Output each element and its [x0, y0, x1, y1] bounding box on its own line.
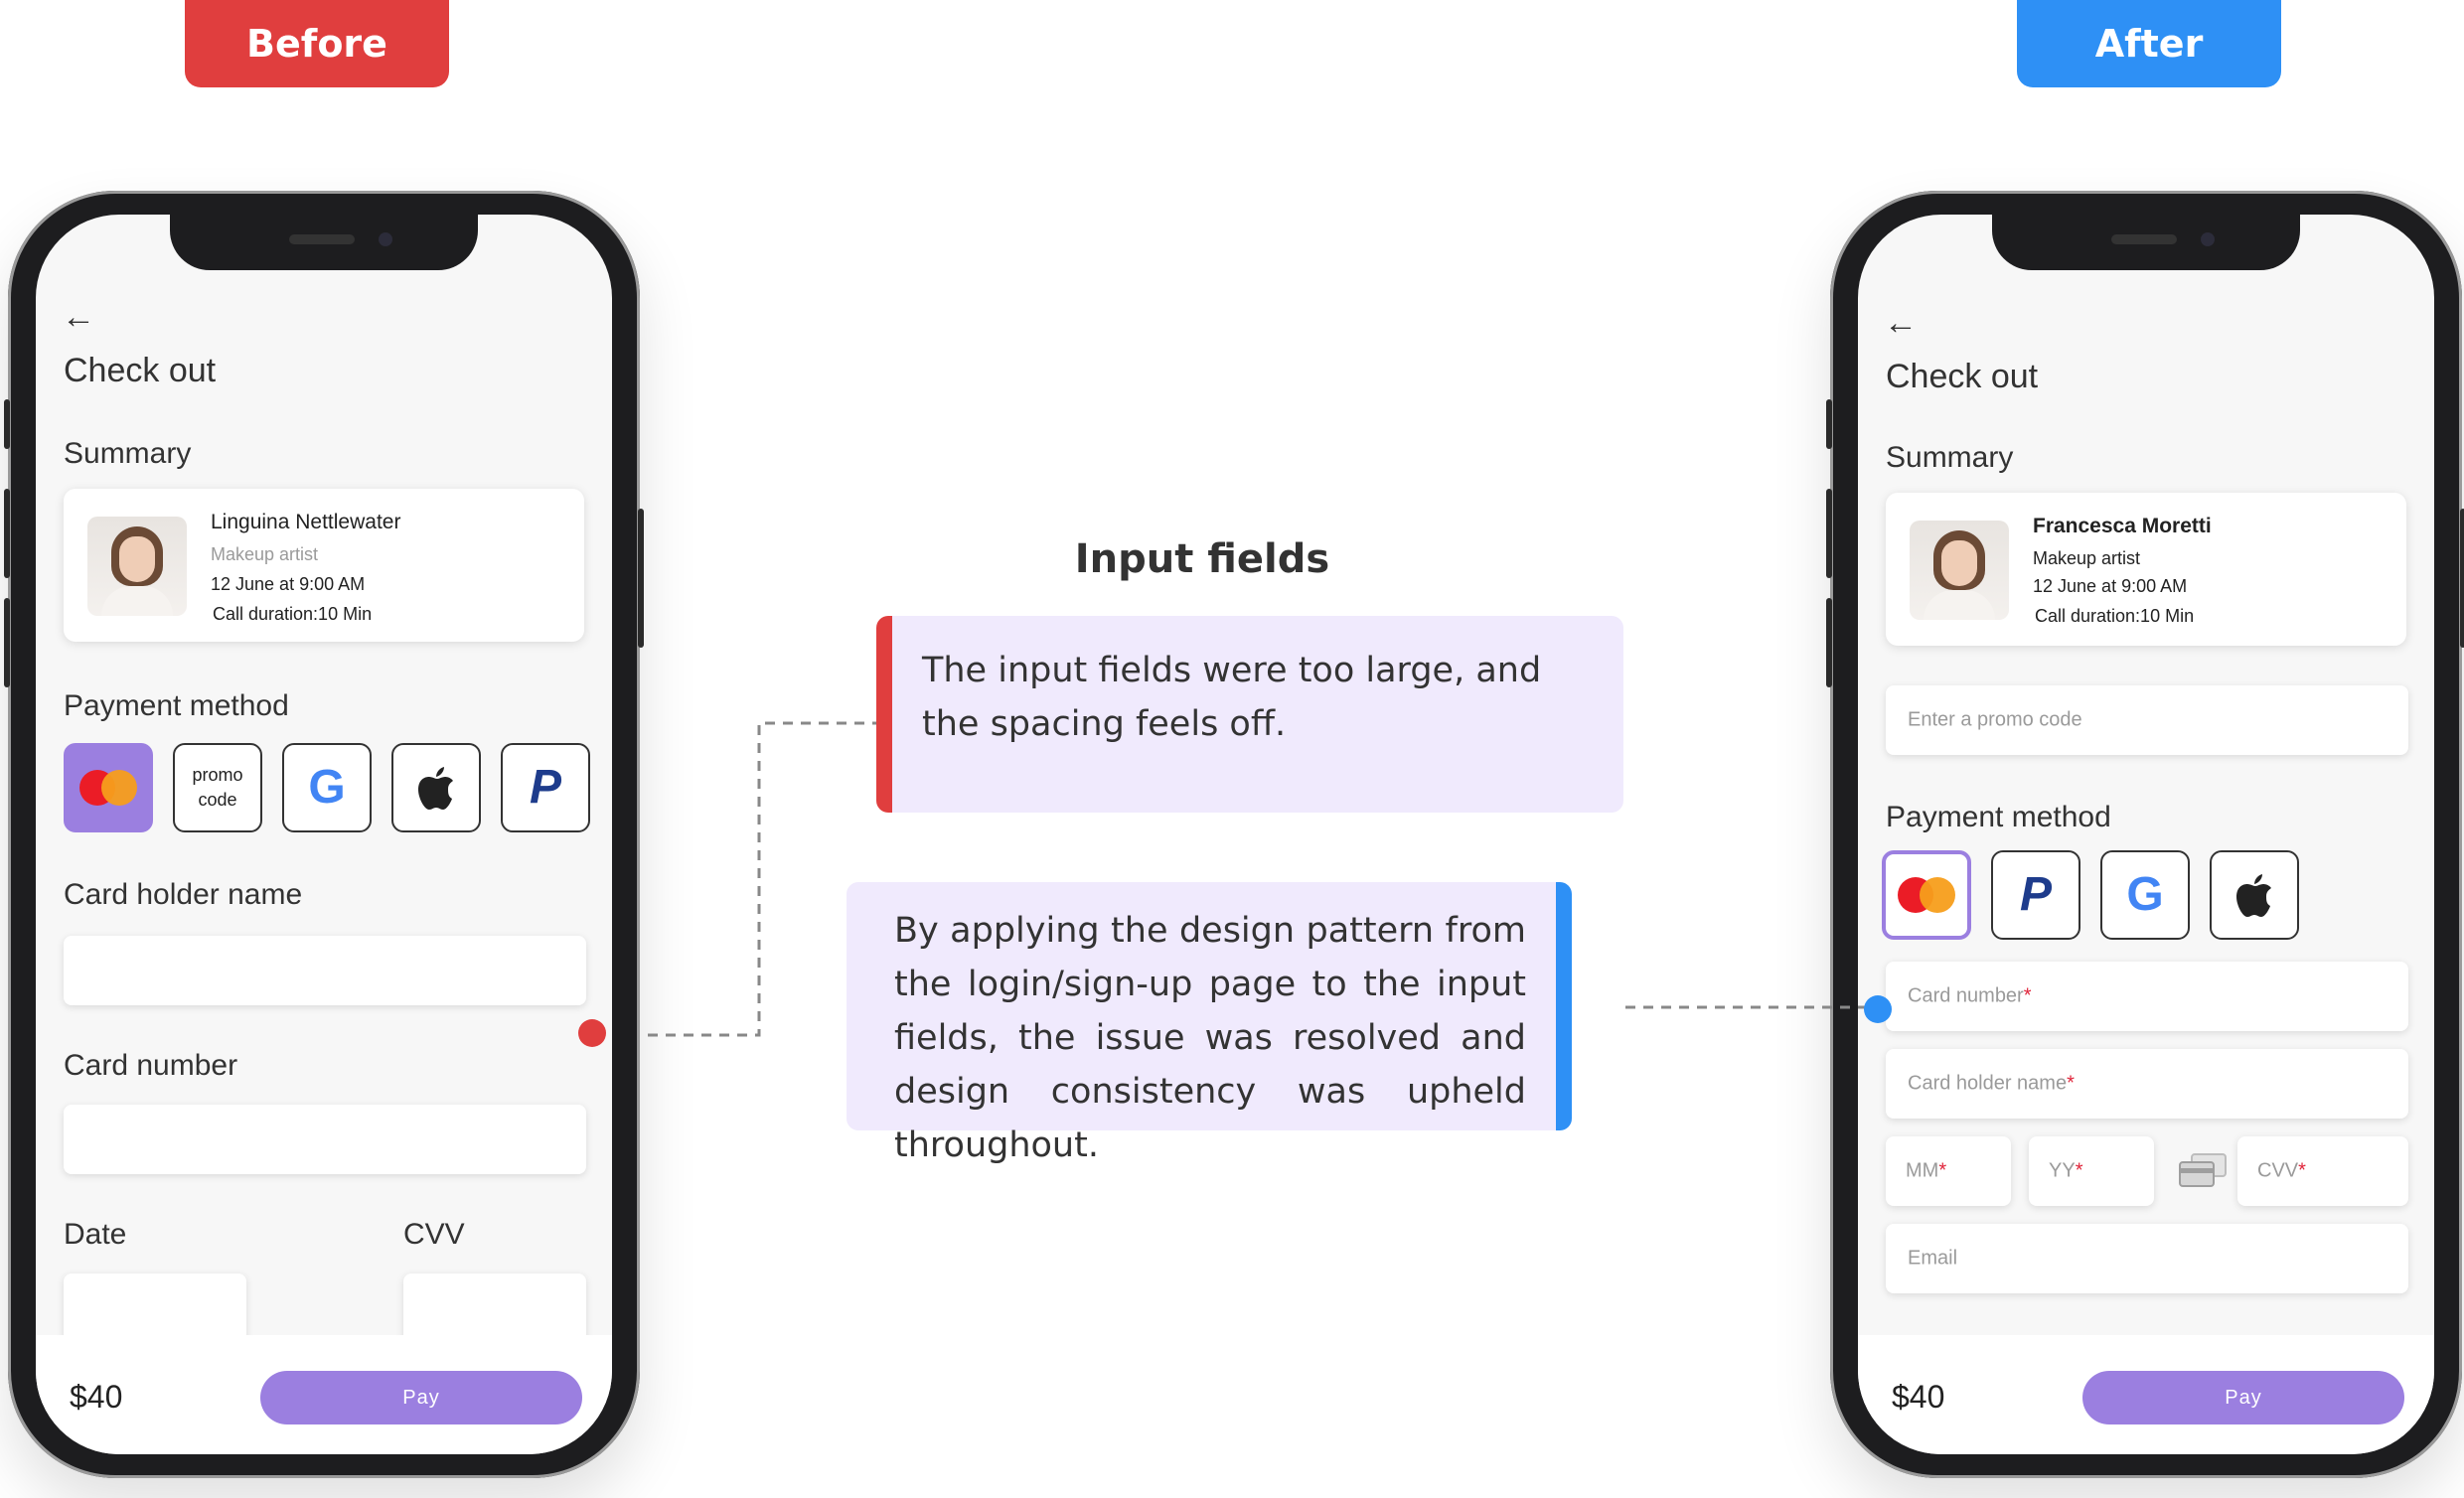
person-role: Makeup artist: [211, 544, 319, 564]
card-number-placeholder: Card number*: [1908, 984, 2032, 1007]
mastercard-option[interactable]: [1882, 850, 1971, 940]
back-arrow-icon[interactable]: ←: [1884, 304, 1918, 342]
before-tag: Before: [185, 0, 449, 87]
summary-heading: Summary: [64, 437, 192, 470]
card-number-input[interactable]: [64, 1105, 586, 1174]
phone-side-button: [4, 598, 10, 687]
promo-code-input[interactable]: Enter a promo code: [1886, 685, 2408, 755]
screen-before: ← Check out Summary Linguina Nettlewater…: [36, 215, 612, 1454]
paypal-icon: P: [2019, 868, 2052, 921]
month-input[interactable]: MM*: [1886, 1136, 2011, 1206]
google-icon: G: [2126, 868, 2164, 921]
google-pay-option[interactable]: G: [2100, 850, 2190, 940]
card-holder-input[interactable]: [64, 936, 586, 1005]
paypal-icon: P: [529, 761, 561, 814]
month-placeholder: MM*: [1906, 1159, 1947, 1182]
phone-side-button: [638, 509, 644, 648]
call-duration: Call duration:10 Min: [2035, 606, 2195, 626]
payment-method-heading: Payment method: [1886, 801, 2111, 833]
appointment-date: 12 June at 9:00 AM: [211, 574, 366, 594]
phone-side-button: [1826, 489, 1832, 578]
summary-card: Francesca Moretti Makeup artist 12 June …: [1886, 493, 2406, 646]
page-title: Check out: [1886, 358, 2039, 395]
page-title: Check out: [64, 352, 217, 389]
year-placeholder: YY*: [2049, 1159, 2083, 1182]
year-input[interactable]: YY*: [2029, 1136, 2154, 1206]
mastercard-icon: [1898, 877, 1955, 913]
card-holder-label: Card holder name: [64, 878, 303, 911]
screen-after: ← Check out Summary Francesca Moretti Ma…: [1858, 215, 2434, 1454]
paypal-option[interactable]: P: [501, 743, 590, 832]
phone-after: ← Check out Summary Francesca Moretti Ma…: [1826, 191, 2464, 1478]
pay-button[interactable]: Pay: [2082, 1371, 2404, 1424]
person-role: Makeup artist: [2033, 548, 2141, 568]
summary-card: Linguina Nettlewater Makeup artist 12 Ju…: [64, 489, 584, 642]
cvv-input[interactable]: [403, 1273, 586, 1343]
cvv-input[interactable]: CVV*: [2237, 1136, 2408, 1206]
cvv-label: CVV: [403, 1218, 465, 1251]
card-number-input[interactable]: Card number*: [1886, 962, 2408, 1031]
apple-pay-option[interactable]: [391, 743, 481, 832]
apple-icon: [2236, 874, 2271, 917]
total-price: $40: [1892, 1379, 1945, 1415]
phone-notch: [1992, 215, 2300, 270]
email-input[interactable]: Email: [1886, 1224, 2408, 1293]
phone-side-button: [1826, 399, 1832, 449]
apple-icon: [418, 767, 453, 810]
back-arrow-icon[interactable]: ←: [62, 298, 95, 336]
phone-before: ← Check out Summary Linguina Nettlewater…: [4, 191, 644, 1478]
call-duration: Call duration:10 Min: [213, 604, 373, 624]
phone-side-button: [2460, 509, 2464, 648]
total-price: $40: [70, 1379, 123, 1415]
date-label: Date: [64, 1218, 127, 1251]
card-holder-placeholder: Card holder name*: [1908, 1072, 2075, 1095]
avatar: [1910, 521, 2009, 620]
email-placeholder: Email: [1908, 1247, 1958, 1270]
problem-marker: [578, 1019, 606, 1047]
cvv-placeholder: CVV*: [2257, 1159, 2306, 1182]
card-holder-input[interactable]: Card holder name*: [1886, 1049, 2408, 1119]
payment-method-heading: Payment method: [64, 689, 289, 722]
person-name: Linguina Nettlewater: [211, 511, 401, 533]
after-tag: After: [2017, 0, 2281, 87]
phone-side-button: [4, 489, 10, 578]
promo-code-placeholder: Enter a promo code: [1908, 708, 2082, 731]
phone-side-button: [1826, 598, 1832, 687]
appointment-date: 12 June at 9:00 AM: [2033, 576, 2188, 596]
summary-heading: Summary: [1886, 441, 2014, 474]
date-input[interactable]: [64, 1273, 246, 1343]
checkout-bar: $40 Pay: [1858, 1335, 2434, 1454]
pay-button[interactable]: Pay: [260, 1371, 582, 1424]
mastercard-icon: [79, 770, 137, 806]
solution-marker: [1864, 995, 1892, 1023]
paypal-option[interactable]: P: [1991, 850, 2080, 940]
mastercard-option[interactable]: [64, 743, 153, 832]
card-icon: [2179, 1153, 2227, 1187]
google-pay-option[interactable]: G: [282, 743, 372, 832]
phone-side-button: [4, 399, 10, 449]
phone-notch: [170, 215, 478, 270]
google-icon: G: [308, 761, 346, 814]
problem-note: The input fields were too large, and the…: [876, 616, 1623, 813]
apple-pay-option[interactable]: [2210, 850, 2299, 940]
card-number-label: Card number: [64, 1049, 238, 1082]
section-title: Input fields: [1074, 536, 1330, 582]
solution-note: By applying the design pattern from the …: [847, 882, 1572, 1165]
checkout-bar: $40 Pay: [36, 1335, 612, 1454]
person-name: Francesca Moretti: [2033, 515, 2212, 537]
avatar: [87, 517, 187, 616]
